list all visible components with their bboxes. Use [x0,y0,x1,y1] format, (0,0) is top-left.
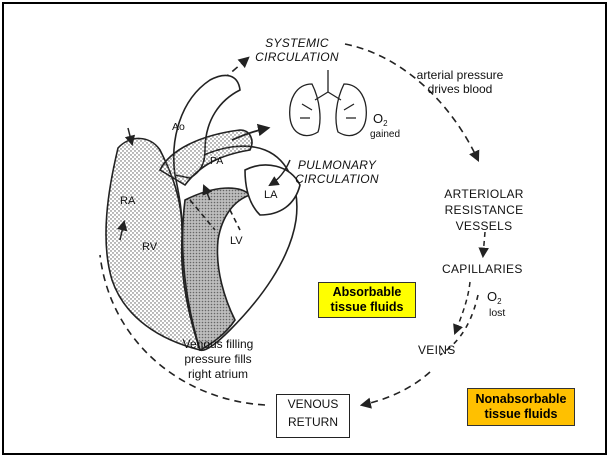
pulmonary-line2: CIRCULATION [292,172,382,186]
arteriolar-line3: VESSELS [440,218,528,234]
pulmonary-circulation-label: PULMONARY CIRCULATION [292,158,382,186]
venous-return-line1: VENOUS [277,395,349,413]
o2-gained-word: gained [370,128,400,142]
absorbable-tissue-fluids-callout: Absorbable tissue fluids [318,282,416,318]
venous-filling-line1: Venous filling [158,337,278,352]
o2-lost-symbol: O [487,289,497,304]
lungs-icon [290,70,367,136]
arteriolar-to-capillaries-arrow [483,232,485,256]
o2-gained-subscript: 2 [383,119,387,128]
arteriolar-resistance-label: ARTERIOLAR RESISTANCE VESSELS [440,186,528,234]
heart-illustration [106,75,300,350]
venous-return-line2: RETURN [277,413,349,431]
venous-return-box: VENOUS RETURN [276,394,350,438]
nonabsorbable-line1: Nonabsorbable [468,392,574,407]
venous-filling-label: Venous filling pressure fills right atri… [158,337,278,382]
heart-label-lv: LV [230,234,243,248]
absorbable-line2: tissue fluids [319,300,415,315]
arterial-line2: drives blood [405,82,515,96]
o2-lost-word: lost [489,306,505,320]
systemic-circulation-label: SYSTEMIC CIRCULATION [254,36,340,64]
o2-lost-subscript: 2 [497,297,501,306]
arteriolar-line2: RESISTANCE [440,202,528,218]
arterial-line1: arterial pressure [405,68,515,82]
systemic-line2: CIRCULATION [254,50,340,64]
arterial-pressure-label: arterial pressure drives blood [405,68,515,96]
capillaries-label: CAPILLARIES [442,262,523,276]
veins-label: VEINS [418,343,456,357]
loop-bottom-right-arc [362,372,430,405]
heart-label-pa: PA [210,154,223,168]
venous-filling-line2: pressure fills [158,352,278,367]
o2-gained-symbol: O [373,111,383,126]
systemic-line1: SYSTEMIC [254,36,340,50]
pulmonary-line1: PULMONARY [292,158,382,172]
arteriolar-line1: ARTERIOLAR [440,186,528,202]
nonabsorbable-line2: tissue fluids [468,407,574,422]
heart-label-rv: RV [142,240,157,254]
nonabsorbable-tissue-fluids-callout: Nonabsorbable tissue fluids [467,388,575,426]
heart-label-la: LA [264,188,277,202]
venous-filling-line3: right atrium [158,367,278,382]
absorbable-line1: Absorbable [319,285,415,300]
heart-label-ra: RA [120,194,135,208]
heart-label-ao: Ao [172,120,185,134]
